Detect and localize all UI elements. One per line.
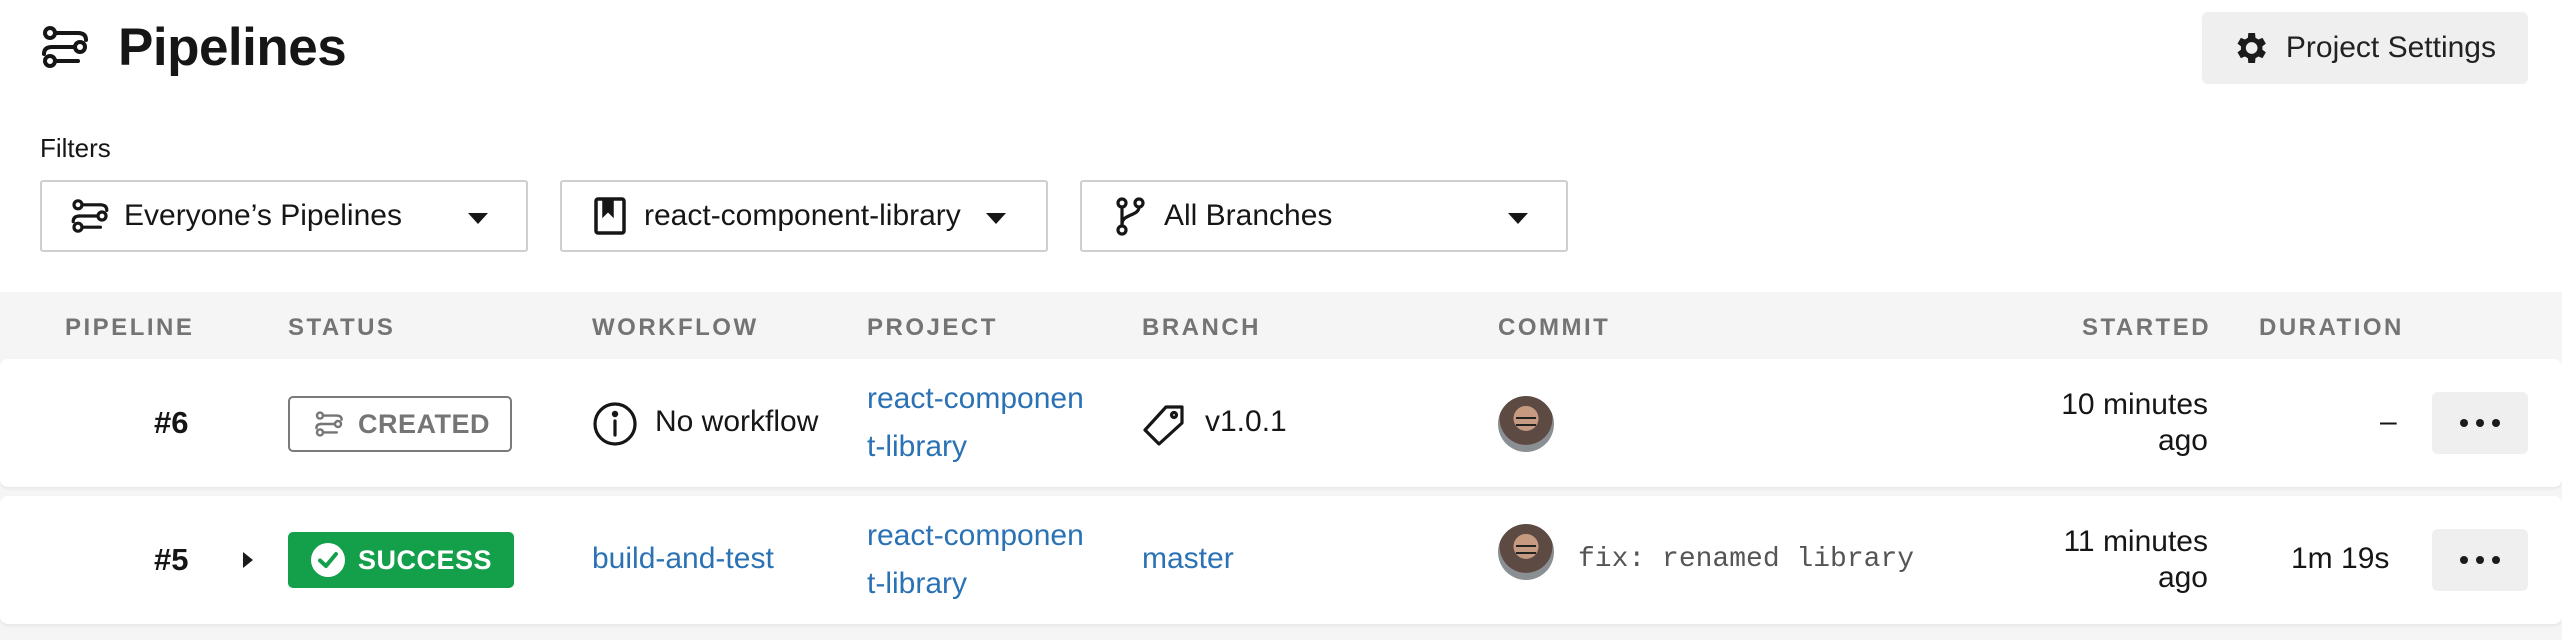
branch-icon <box>1116 197 1145 236</box>
commit-message[interactable]: fix: renamed library <box>1578 544 1915 575</box>
project-settings-label: Project Settings <box>2285 31 2496 64</box>
column-duration: DURATION <box>2259 314 2404 341</box>
owner-filter-dropdown[interactable]: Everyone’s Pipelines <box>40 180 528 252</box>
title-row: Pipelines <box>40 12 347 82</box>
branch-link[interactable]: master <box>1142 542 1234 575</box>
pipelines-icon <box>71 199 109 233</box>
started-line2: ago <box>2157 424 2208 457</box>
started-line1: 10 minutes <box>2061 388 2208 421</box>
project-name-line2: t-library <box>867 430 968 463</box>
avatar <box>1498 396 1554 452</box>
duration: – <box>2380 405 2397 438</box>
project-link[interactable]: react-componen t-library <box>867 375 1084 471</box>
column-commit: COMMIT <box>1498 314 1611 341</box>
branch-filter-value: All Branches <box>1164 199 1333 232</box>
workflow-link[interactable]: build-and-test <box>592 542 774 575</box>
project-name-line1: react-componen <box>867 382 1084 415</box>
project-name-line2: t-library <box>867 567 968 600</box>
started-line1: 11 minutes <box>2063 525 2208 558</box>
pipeline-number[interactable]: #6 <box>154 405 189 440</box>
branch-name: v1.0.1 <box>1205 405 1287 438</box>
status-label: SUCCESS <box>358 544 493 575</box>
chevron-down-icon <box>986 213 1006 224</box>
branch-filter-dropdown[interactable]: All Branches <box>1080 180 1568 252</box>
ellipsis-icon <box>2460 556 2468 564</box>
table-row[interactable]: #5 SUCCESS build-and-test react-componen… <box>0 496 2562 624</box>
ellipsis-icon <box>2460 419 2468 427</box>
status-badge: CREATED <box>288 396 513 452</box>
info-icon <box>593 402 637 446</box>
expand-triangle-icon[interactable] <box>243 552 253 568</box>
workflow-name: No workflow <box>655 405 819 438</box>
status-badge: SUCCESS <box>288 532 515 588</box>
gear-icon <box>2237 33 2266 63</box>
more-actions-button[interactable] <box>2432 392 2528 454</box>
table-header: PIPELINE STATUS WORKFLOW PROJECT BRANCH … <box>0 296 2562 358</box>
chevron-down-icon <box>1508 213 1528 224</box>
tag-icon <box>1143 405 1184 446</box>
started-time: 11 minutes ago <box>2000 524 2208 596</box>
table-row[interactable]: #6 CREATED No workflow react-componen t-… <box>0 359 2562 487</box>
started-line2: ago <box>2157 561 2208 594</box>
started-time: 10 minutes ago <box>2000 387 2208 459</box>
duration: 1m 19s <box>2291 542 2390 575</box>
bookmark-icon <box>594 197 626 235</box>
pipelines-icon <box>315 411 343 437</box>
owner-filter-value: Everyone’s Pipelines <box>124 199 402 232</box>
column-status: STATUS <box>288 314 396 341</box>
project-settings-button[interactable]: Project Settings <box>2201 12 2528 84</box>
pipeline-number[interactable]: #5 <box>154 542 189 577</box>
column-pipeline: PIPELINE <box>65 314 195 341</box>
status-label: CREATED <box>358 408 491 439</box>
project-filter-dropdown[interactable]: react-component-library <box>560 180 1048 252</box>
chevron-down-icon <box>468 213 488 224</box>
column-workflow: WORKFLOW <box>592 314 759 341</box>
page-header: Pipelines Project Settings Filters Every… <box>0 0 2562 292</box>
check-circle-icon <box>311 543 345 577</box>
more-actions-button[interactable] <box>2432 529 2528 591</box>
project-name-line1: react-componen <box>867 519 1084 552</box>
project-filter-value: react-component-library <box>644 199 961 232</box>
column-branch: BRANCH <box>1142 314 1261 341</box>
pipelines-icon <box>42 26 88 68</box>
avatar <box>1498 524 1554 580</box>
filters-label: Filters <box>40 133 111 163</box>
column-started: STARTED <box>2082 314 2212 341</box>
column-project: PROJECT <box>867 314 998 341</box>
page-title: Pipelines <box>118 17 347 77</box>
project-link[interactable]: react-componen t-library <box>867 512 1084 608</box>
